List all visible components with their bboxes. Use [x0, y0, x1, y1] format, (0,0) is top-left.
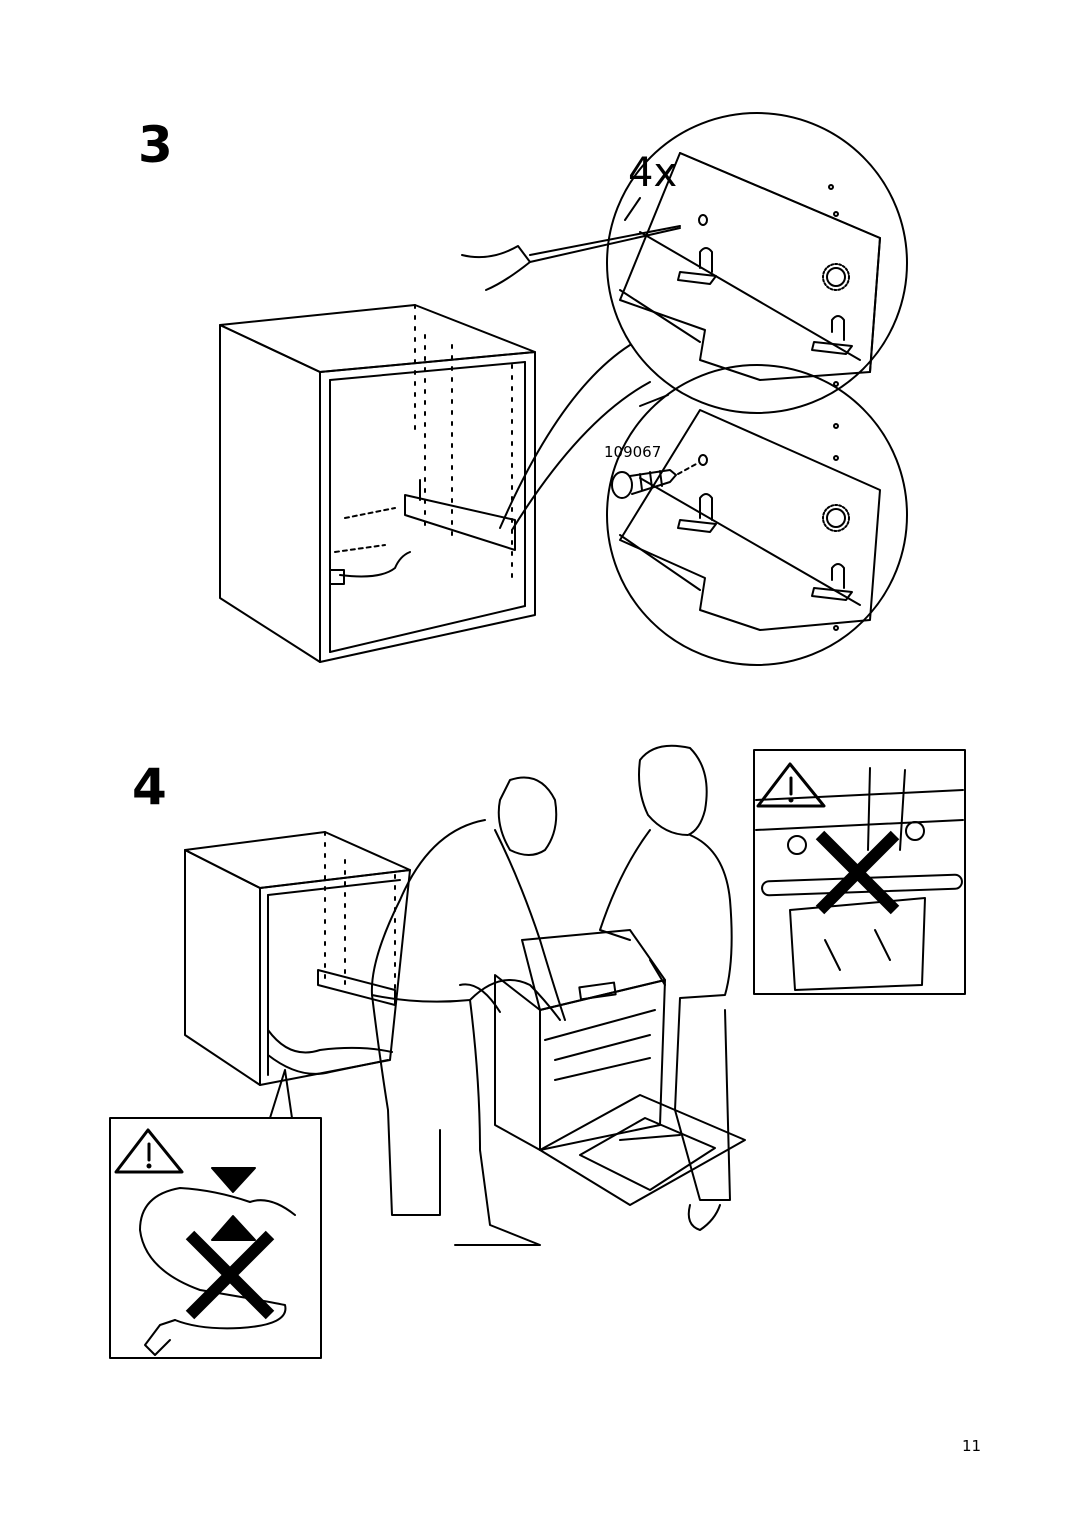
screwdriver-icon: [462, 226, 680, 290]
woman-figure: [600, 746, 732, 1230]
warning-box-power-cord: [110, 1118, 321, 1358]
step3-detail-circle-top: [607, 113, 907, 413]
step-4-number: 4: [132, 758, 167, 816]
screw-icon: [612, 463, 698, 498]
step3-cabinet: [220, 305, 535, 662]
step4-cabinet: [185, 832, 410, 1085]
man-figure: [372, 778, 565, 1246]
page-number: 11: [962, 1437, 982, 1455]
prohibited-x-icon-cord: [190, 1235, 270, 1315]
step-3-number: 3: [138, 116, 173, 174]
oven: [495, 930, 745, 1205]
step3-detail-circle-bottom: [607, 365, 907, 665]
prohibited-x-icon: [820, 835, 895, 910]
